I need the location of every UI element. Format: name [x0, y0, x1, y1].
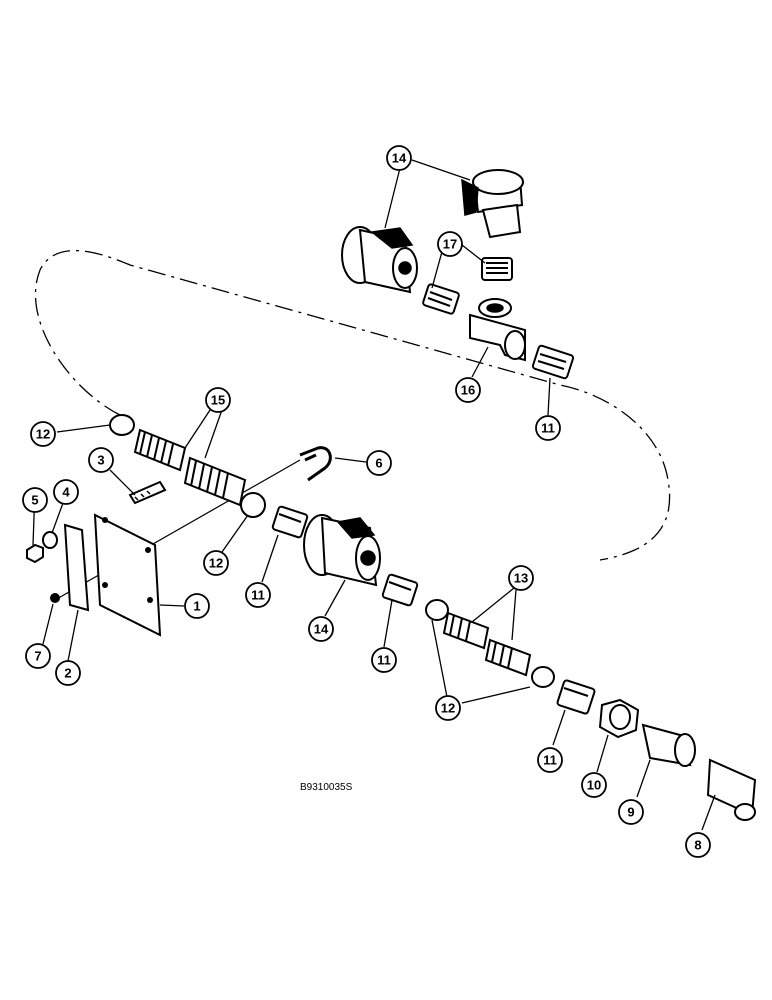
callout-14-upper: 14	[386, 145, 412, 171]
callout-label: 7	[34, 649, 41, 664]
callout-8: 8	[685, 832, 711, 858]
washer-4	[42, 531, 58, 549]
strap-2	[63, 523, 90, 612]
callout-11-left: 11	[245, 582, 271, 608]
ball-valve-upper-right	[461, 169, 524, 239]
callout-label: 17	[443, 237, 457, 252]
hose-routing-line-lower	[54, 459, 301, 601]
callout-label: 6	[375, 456, 382, 471]
callout-10: 10	[581, 772, 607, 798]
hose-section-15a	[133, 428, 187, 472]
callout-label: 12	[441, 701, 455, 716]
callout-12-upper: 12	[30, 421, 56, 447]
hex-nipple-11-right	[556, 679, 596, 715]
callout-label: 12	[209, 556, 223, 571]
bolt-3	[128, 480, 167, 505]
hose-routing-line	[34, 249, 671, 561]
ball-valve-upper-left	[341, 226, 418, 294]
callout-12-lower: 12	[435, 695, 461, 721]
hose-clamp-12-upper	[109, 414, 135, 436]
callout-1: 1	[184, 593, 210, 619]
callout-5: 5	[22, 487, 48, 513]
callout-11-upper: 11	[535, 415, 561, 441]
callout-4: 4	[53, 479, 79, 505]
callout-label: 11	[543, 753, 557, 768]
hex-nipple-11-upper	[531, 344, 575, 380]
callout-14-lower: 14	[308, 616, 334, 642]
drawing-code: B9310035S	[300, 782, 353, 793]
callout-label: 11	[251, 588, 265, 603]
callout-11-right: 11	[537, 747, 563, 773]
callout-6: 6	[366, 450, 392, 476]
callout-label: 12	[36, 427, 50, 442]
callout-label: 1	[193, 599, 200, 614]
mounting-plate-1	[93, 513, 162, 637]
quick-connect-cap-8	[706, 758, 757, 821]
callout-12-mid: 12	[203, 550, 229, 576]
callout-label: 5	[31, 493, 38, 508]
callout-label: 9	[627, 805, 634, 820]
callout-label: 3	[97, 453, 104, 468]
callout-label: 14	[314, 622, 329, 637]
hex-nipple-11-mid	[381, 573, 419, 607]
callout-17: 17	[437, 231, 463, 257]
hose-section-13b	[484, 638, 532, 677]
callout-15: 15	[205, 387, 231, 413]
callout-label: 10	[587, 778, 601, 793]
callout-9: 9	[618, 799, 644, 825]
callout-11-mid: 11	[371, 647, 397, 673]
ball-valve-14-lower	[303, 514, 381, 587]
hose-clamp-12-mid	[240, 492, 266, 518]
coupler-9	[641, 723, 696, 767]
callout-13: 13	[508, 565, 534, 591]
hex-nipple-upper	[422, 283, 460, 315]
callout-label: 2	[64, 666, 71, 681]
hose-clamp-12-lower-a	[425, 599, 449, 621]
callout-label: 13	[514, 571, 528, 586]
u-bolt-6	[299, 446, 332, 482]
callout-label: 15	[211, 393, 225, 408]
callout-label: 11	[541, 421, 555, 436]
callout-label: 4	[62, 485, 70, 500]
callout-3: 3	[88, 447, 114, 473]
leader-lines	[32, 159, 716, 831]
nut-7	[50, 593, 60, 603]
hose-section-13a	[442, 611, 490, 650]
hose-section-15b	[183, 456, 247, 507]
pipe-tee-16	[469, 298, 526, 362]
callout-16: 16	[455, 377, 481, 403]
hex-nipple-11-left	[271, 505, 309, 539]
hose-clamp-12-lower-b	[531, 666, 555, 688]
nut-5	[26, 543, 44, 564]
callout-label: 8	[694, 838, 701, 853]
callout-label: 11	[377, 653, 391, 668]
adapter-10	[598, 698, 640, 739]
callout-2: 2	[55, 660, 81, 686]
callout-7: 7	[25, 643, 51, 669]
callout-label: 16	[461, 383, 475, 398]
hex-nipple-17	[481, 257, 513, 281]
callout-label: 14	[392, 151, 407, 166]
